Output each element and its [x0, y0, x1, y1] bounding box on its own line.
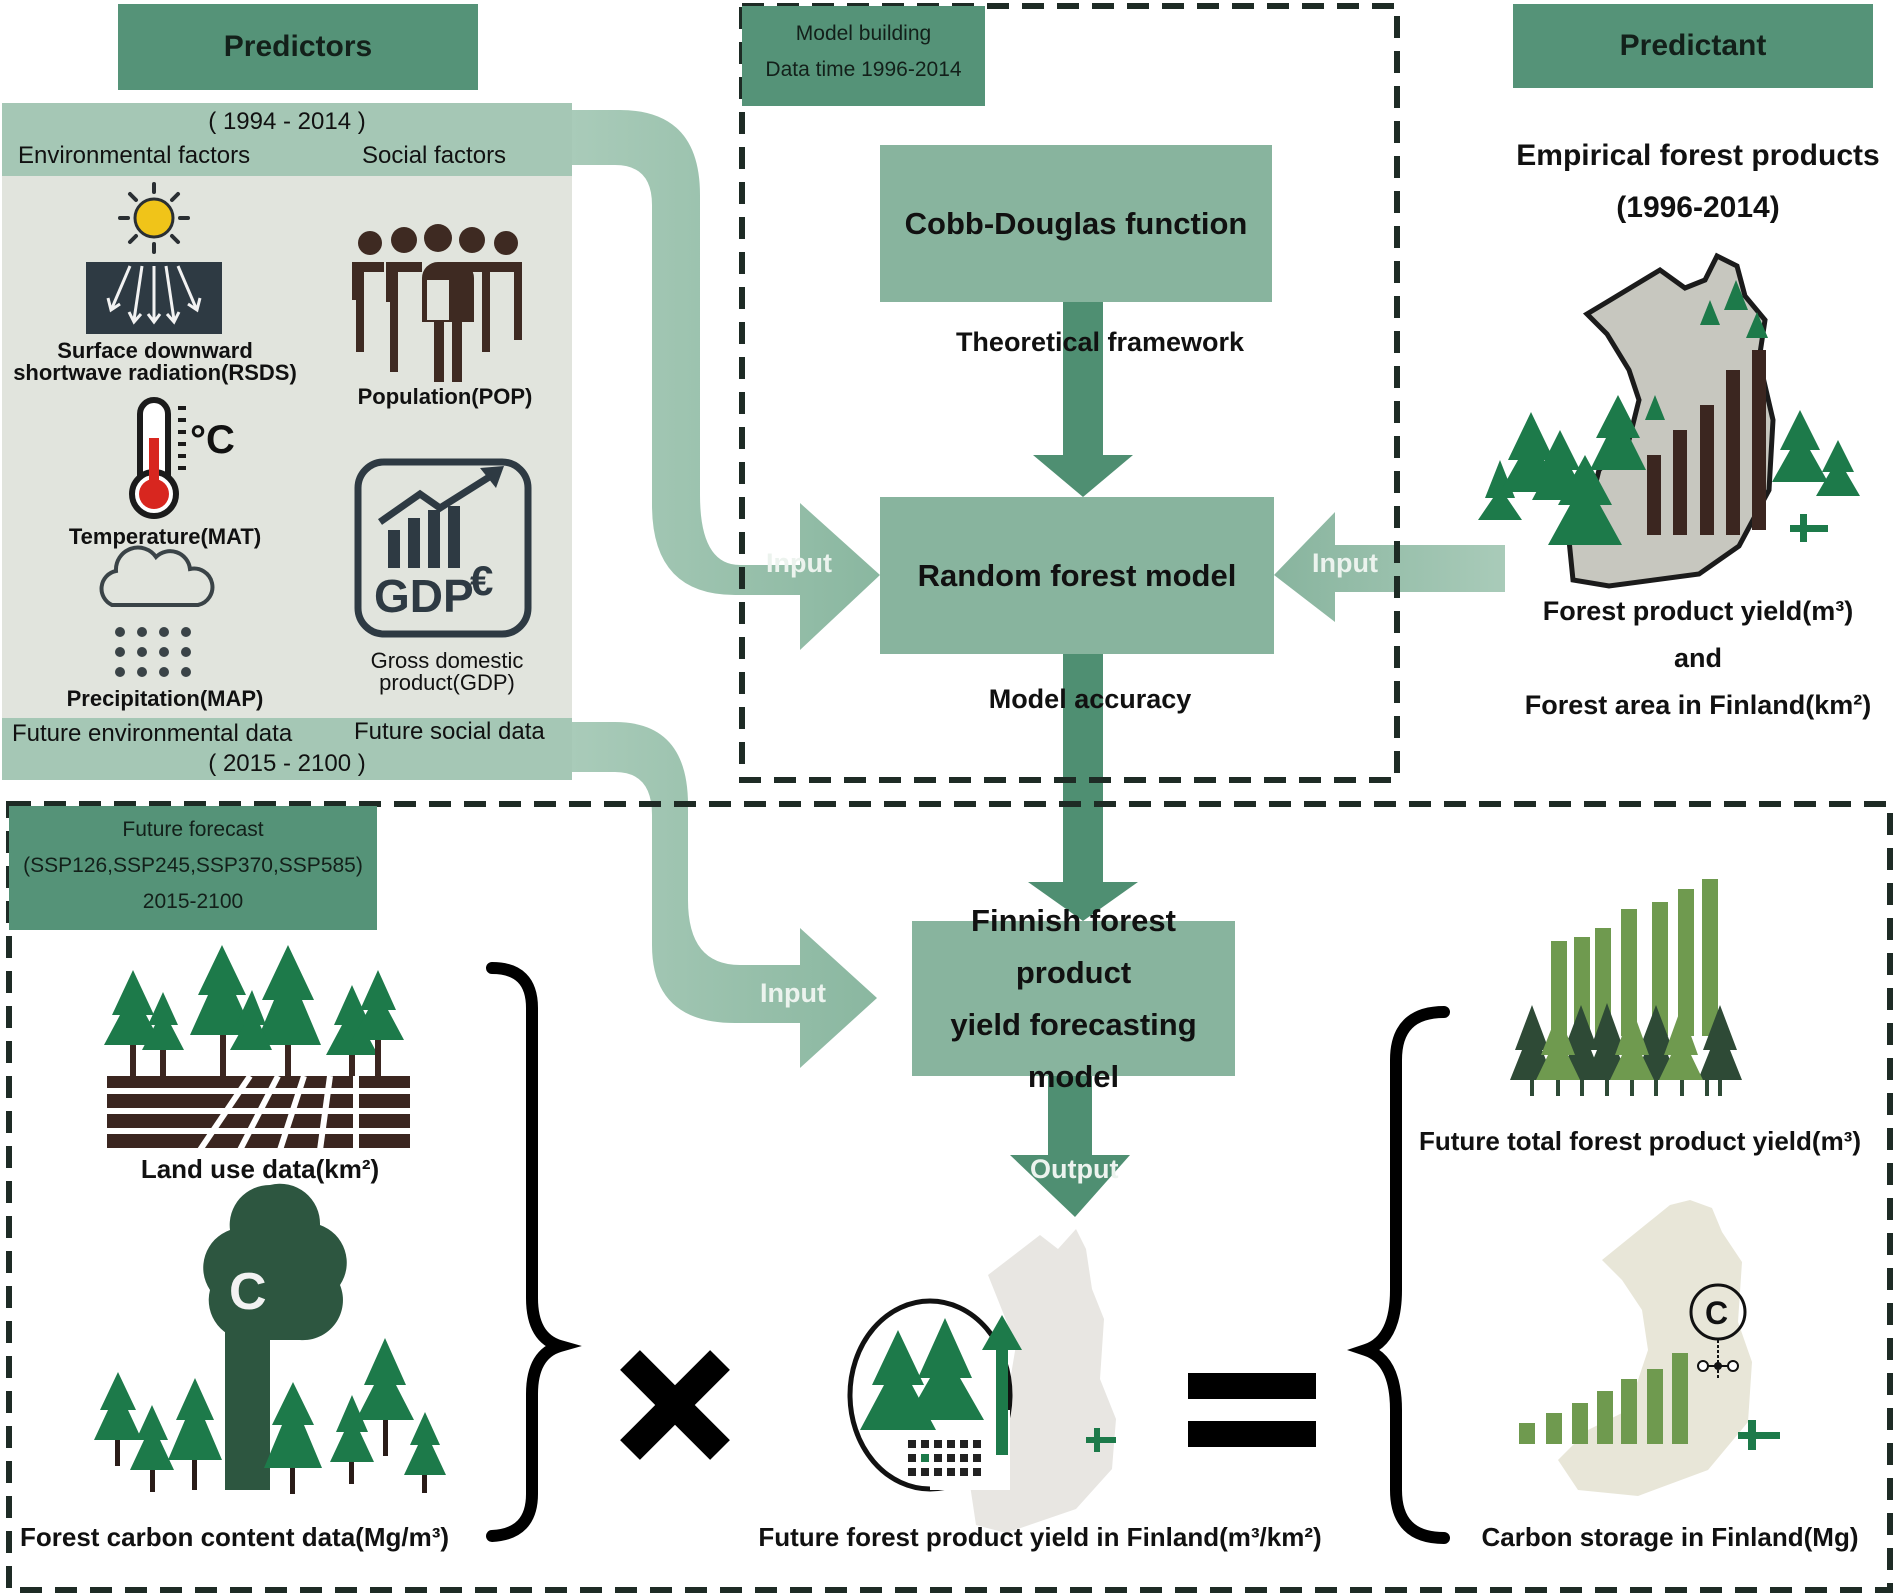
theoretical-framework-label: Theoretical framework	[955, 327, 1245, 357]
rsds-label-line1: Surface downward	[57, 338, 253, 363]
land-use-data-label: Land use data(km²)	[140, 1154, 380, 1184]
carbon-symbol-label: C	[229, 1263, 267, 1321]
predictors-top-band	[2, 103, 572, 176]
model-building-label: Model building Data time 1996-2014	[742, 6, 985, 106]
future-forecast-title: Future forecast	[122, 818, 264, 841]
arrow-theoretical-head	[1033, 455, 1133, 497]
svg-text:C: C	[1705, 1295, 1728, 1331]
finland-forest-map-icon	[1566, 252, 1776, 589]
land-use-icon	[104, 945, 410, 1152]
forest-area-label: Forest area in Finland(km²)	[1524, 690, 1872, 720]
predictant-header: Predictant	[1513, 4, 1873, 88]
input-label-lower: Input	[760, 978, 826, 1008]
arrow-accuracy-shaft	[1063, 654, 1103, 884]
right-brace-left-group	[486, 962, 582, 1542]
rain-cloud-icon	[99, 545, 215, 677]
population-icon	[352, 224, 522, 382]
output-label: Output	[1030, 1154, 1119, 1184]
empirical-title-line2: (1996-2014)	[1616, 191, 1780, 224]
random-forest-box: Random forest model	[880, 497, 1274, 654]
social-factors-label: Social factors	[362, 142, 507, 169]
arrow-output-head	[1010, 1155, 1130, 1217]
future-forecast-label: Future forecast (SSP126,SSP245,SSP370,SS…	[9, 806, 377, 930]
arrow-theoretical-shaft	[1063, 302, 1103, 457]
forest-product-yield-label: Forest product yield(m³)	[1542, 596, 1854, 626]
total-yield-trees-icon	[1510, 1003, 1742, 1096]
input-label-left: Input	[766, 548, 832, 578]
and-label: and	[1673, 643, 1722, 673]
future-environmental-data-label: Future environmental data	[12, 720, 293, 747]
predictors-header: Predictors	[118, 4, 478, 90]
finland-flag-icon	[1790, 514, 1828, 542]
arrow-accuracy-head	[1028, 882, 1138, 921]
forest-carbon-content-label: Forest carbon content data(Mg/m³)	[20, 1522, 450, 1552]
equals-sign-icon	[1188, 1373, 1316, 1447]
future-social-data-label: Future social data	[354, 718, 545, 745]
future-yield-finland-label: Future forest product yield in Finland(m…	[758, 1522, 1322, 1552]
carbon-symbol-icon: C	[1689, 1283, 1747, 1380]
population-label: Population(POP)	[357, 384, 533, 409]
historic-period-label: ( 1994 - 2014 )	[208, 108, 366, 135]
future-period-label: ( 2015 - 2100 )	[208, 750, 366, 777]
total-yield-bars-icon	[1551, 879, 1718, 1036]
forecast-period-label: 2015-2100	[142, 890, 244, 913]
forecasting-model-line2: yield forecasting model	[950, 1006, 1197, 1094]
finland-flag-icon-2	[1738, 1420, 1780, 1450]
data-time-label: Data time 1996-2014	[765, 58, 962, 81]
left-brace-right-group	[1347, 1006, 1450, 1544]
future-total-yield-label: Future total forest product yield(m³)	[1419, 1126, 1861, 1156]
input-arrow-right	[1274, 512, 1505, 622]
model-building-title: Model building	[795, 22, 932, 45]
thermometer-icon	[129, 397, 186, 519]
model-building-dashed-frame	[739, 3, 1400, 783]
forecasting-model-line1: Finnish forest product	[971, 902, 1176, 990]
gdp-label: Gross domestic product(GDP)	[340, 650, 554, 694]
svg-text:GDP: GDP	[374, 570, 474, 622]
carbon-tree-icon	[94, 1183, 446, 1494]
multiply-sign-icon	[620, 1350, 730, 1460]
cobb-douglas-box: Cobb-Douglas function	[880, 145, 1272, 302]
finnish-forecasting-model-box: Finnish forest product yield forecasting…	[912, 903, 1235, 1094]
input-label-right: Input	[1312, 548, 1378, 578]
input-arrow-lower	[572, 722, 877, 1068]
temperature-label: Temperature(MAT)	[68, 524, 262, 549]
precipitation-label: Precipitation(MAP)	[66, 686, 264, 711]
svg-text:€: €	[470, 557, 493, 604]
future-forecast-dashed-frame	[6, 801, 1893, 1593]
forest-trees-icon	[1478, 280, 1860, 545]
predictors-panel	[2, 103, 572, 780]
input-arrow-upper	[572, 110, 880, 650]
environmental-factors-label: Environmental factors	[18, 142, 251, 169]
forest-growth-icon	[847, 1298, 1116, 1492]
empirical-forest-products-title: Empirical forest products (1996-2014)	[1500, 130, 1896, 234]
ssp-scenarios-label: (SSP126,SSP245,SSP370,SSP585)	[23, 854, 363, 877]
model-accuracy-label: Model accuracy	[988, 684, 1192, 714]
carbon-storage-label: Carbon storage in Finland(Mg)	[1481, 1522, 1859, 1552]
rsds-label-line2: shortwave radiation(RSDS)	[13, 360, 297, 385]
carbon-storage-map-icon	[1558, 1200, 1752, 1496]
gdp-label-line2: product(GDP)	[379, 670, 515, 695]
carbon-storage-bars-icon	[1519, 1353, 1688, 1444]
arrow-output-shaft	[1048, 1076, 1092, 1156]
celsius-unit: °C	[190, 418, 235, 462]
rsds-label: Surface downward shortwave radiation(RSD…	[10, 340, 300, 384]
gdp-label-line1: Gross domestic	[370, 648, 524, 673]
predictant-caption: Forest product yield(m³) and Forest area…	[1500, 588, 1896, 729]
predictors-bottom-band	[2, 718, 572, 780]
gdp-chart-icon: GDP €	[354, 458, 532, 638]
sun-radiation-icon	[86, 182, 222, 334]
empirical-title-line1: Empirical forest products	[1516, 139, 1880, 172]
